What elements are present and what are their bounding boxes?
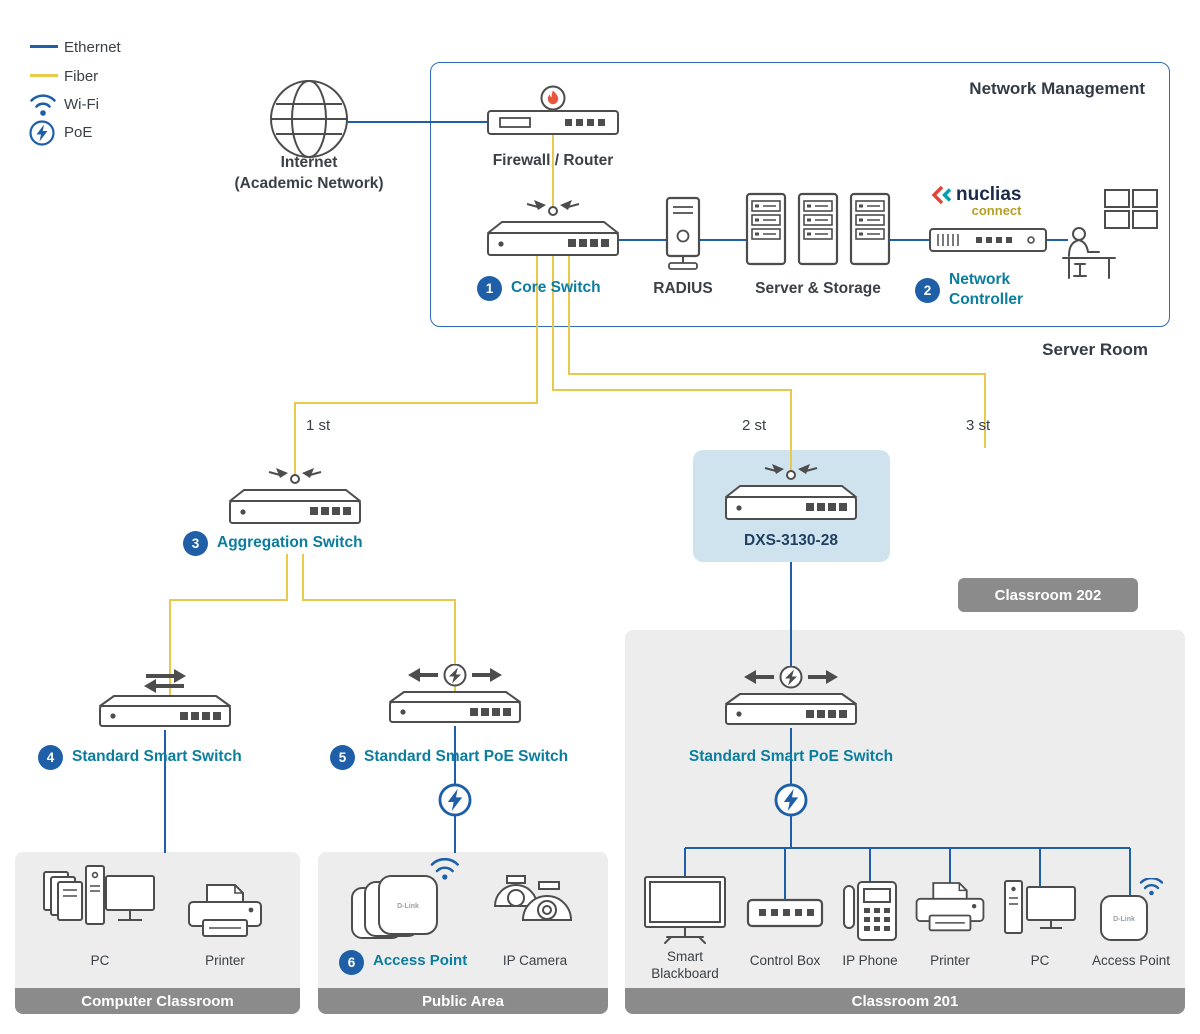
pc-label: PC [90,953,110,968]
aggregation-switch-label: Aggregation Switch [217,534,363,551]
aggregation-switch-icon [229,468,361,524]
dxs-switch-icon [725,464,857,520]
printer-label: Printer [930,953,970,968]
poe-switch-icon [389,664,521,723]
printer-icon [188,884,262,937]
radius-server-icon [665,196,701,270]
smart-blackboard-label: Smart Blackboard [651,949,719,981]
dxs-switch-label: DXS-3130-28 [744,532,838,549]
nuclias-name: nuclias [956,184,1022,205]
firewall-router-icon [487,85,619,135]
standard-switch-number-badge: 4 [38,745,63,770]
classroom-202-badge: Classroom 202 [958,578,1138,612]
classroom-201-title-bar: Classroom 201 [625,988,1185,1014]
radius-label: RADIUS [653,280,713,297]
classroom201-poe-switch-icon [725,666,857,725]
network-controller-number-badge: 2 [915,278,940,303]
poe-badge-icon [438,783,472,817]
access-point-group-icon: D-Link [351,858,459,939]
legend-ethernet-label: Ethernet [64,39,121,56]
poe-icon [29,120,55,146]
aggregation-switch-number-badge: 3 [183,531,208,556]
nuclias-logo: nuclias connect [930,184,1021,218]
ip-camera-icon [493,875,573,921]
control-box-icon [746,898,824,928]
operator-monitors-icon [1062,189,1158,279]
pc-group-icon [43,865,155,925]
nuclias-sub: connect [971,203,1022,218]
classroom-201-panel: Classroom 201 [625,630,1185,1014]
server-storage-icon [745,192,891,266]
server-storage-label: Server & Storage [755,280,881,297]
core-switch-label: Core Switch [511,279,601,296]
printer-icon [915,882,985,932]
fiber-line-swatch [30,74,58,77]
legend-poe-label: PoE [64,124,93,141]
legend-fiber-label: Fiber [64,68,99,85]
public-area-panel: Public Area [318,852,608,1014]
control-box-label: Control Box [749,953,821,968]
poe-badge-icon [774,783,808,817]
classroom201-poe-switch-label: Standard Smart PoE Switch [688,748,894,765]
core-switch-number-badge: 1 [477,276,502,301]
server-room-caption: Server Room [1042,340,1148,359]
nuclias-mark-icon [931,185,952,205]
poe-switch-label: Standard Smart PoE Switch [364,748,569,765]
uplink-label-2nd: 2 st [742,417,767,434]
access-point-label: Access Point [1091,953,1171,968]
computer-classroom-panel: Computer Classroom [15,852,300,1014]
standard-switch-label: Standard Smart Switch [72,748,242,765]
smart-blackboard-icon [644,876,726,944]
standard-smart-switch-icon [99,669,231,727]
legend-wifi-label: Wi-Fi [64,96,99,113]
flame-icon [547,90,559,105]
uplink-label-1st: 1 st [306,417,331,434]
wifi-icon [30,94,56,116]
access-point-label: Access Point [373,952,468,969]
network-controller-label-line1: Network [949,271,1011,288]
network-controller-icon [929,228,1047,252]
public-area-title-bar: Public Area [318,988,608,1014]
poe-switch-number-badge: 5 [330,745,355,770]
core-switch-icon [487,200,619,256]
ip-camera-label: IP Camera [502,953,568,968]
pc-label: PC [1030,953,1050,968]
dlink-logo-text: D-Link [397,903,419,910]
firewall-router-label: Firewall / Router [492,152,614,169]
uplink-label-3rd: 3 st [966,417,991,434]
ip-phone-label: IP Phone [842,953,898,968]
dlink-logo-text: D-Link [1113,916,1135,923]
access-point-icon: D-Link [1100,878,1163,941]
internet-label-line1: Internet [280,154,338,171]
printer-label: Printer [205,953,245,968]
access-point-number-badge: 6 [339,950,364,975]
network-controller-label-line2: Controller [949,291,1024,308]
internet-label-line2: (Academic Network) [234,175,384,192]
computer-classroom-title-bar: Computer Classroom [15,988,300,1014]
pc-icon [1004,880,1076,934]
internet-globe-icon [270,80,348,158]
ip-phone-icon [843,881,897,941]
network-management-title: Network Management [969,79,1145,98]
ethernet-line-swatch [30,45,58,48]
